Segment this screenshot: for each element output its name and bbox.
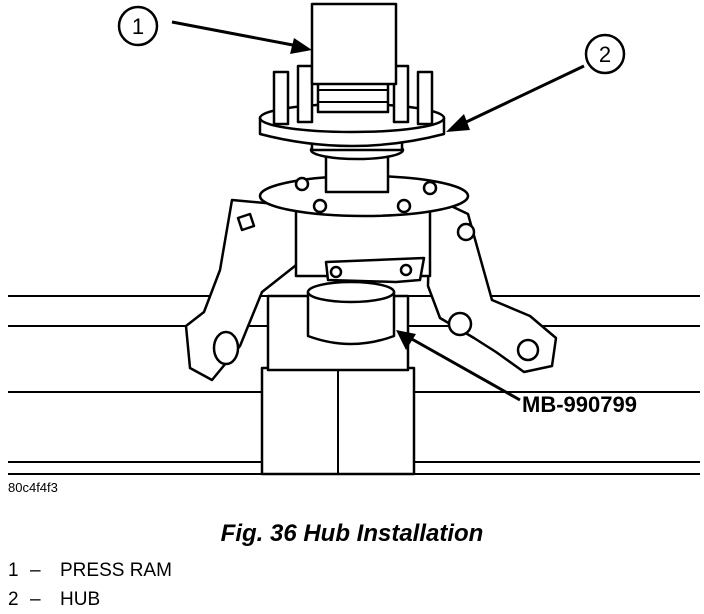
installer-tool xyxy=(306,256,426,346)
knuckle-body xyxy=(258,174,470,278)
legend-number: 2 xyxy=(8,589,19,610)
legend-dash: – xyxy=(30,560,41,581)
svg-text:1: 1 xyxy=(132,14,144,39)
hub xyxy=(258,64,446,194)
tool-label: MB-990799 xyxy=(522,392,637,417)
legend-item-hub: 2–HUB xyxy=(8,589,100,611)
callout-2: 2 xyxy=(446,33,626,132)
steering-knuckle xyxy=(184,194,558,382)
legend-dash: – xyxy=(30,589,41,610)
svg-text:2: 2 xyxy=(599,42,611,67)
legend-number: 1 xyxy=(8,560,19,581)
legend-text: PRESS RAM xyxy=(60,560,172,581)
wheel-studs xyxy=(272,64,434,126)
callout-1: 1 xyxy=(117,5,312,54)
figure-caption: Fig. 36 Hub Installation xyxy=(220,520,484,547)
press-ram xyxy=(310,2,398,86)
hub-installation-diagram: 1 2 MB-990799 80c4f4f3 xyxy=(8,2,700,495)
figure-id-code: 80c4f4f3 xyxy=(8,480,58,495)
legend-item-press-ram: 1–PRESS RAM xyxy=(8,560,172,582)
legend-text: HUB xyxy=(60,589,101,610)
tool-callout: MB-990799 xyxy=(396,330,637,417)
